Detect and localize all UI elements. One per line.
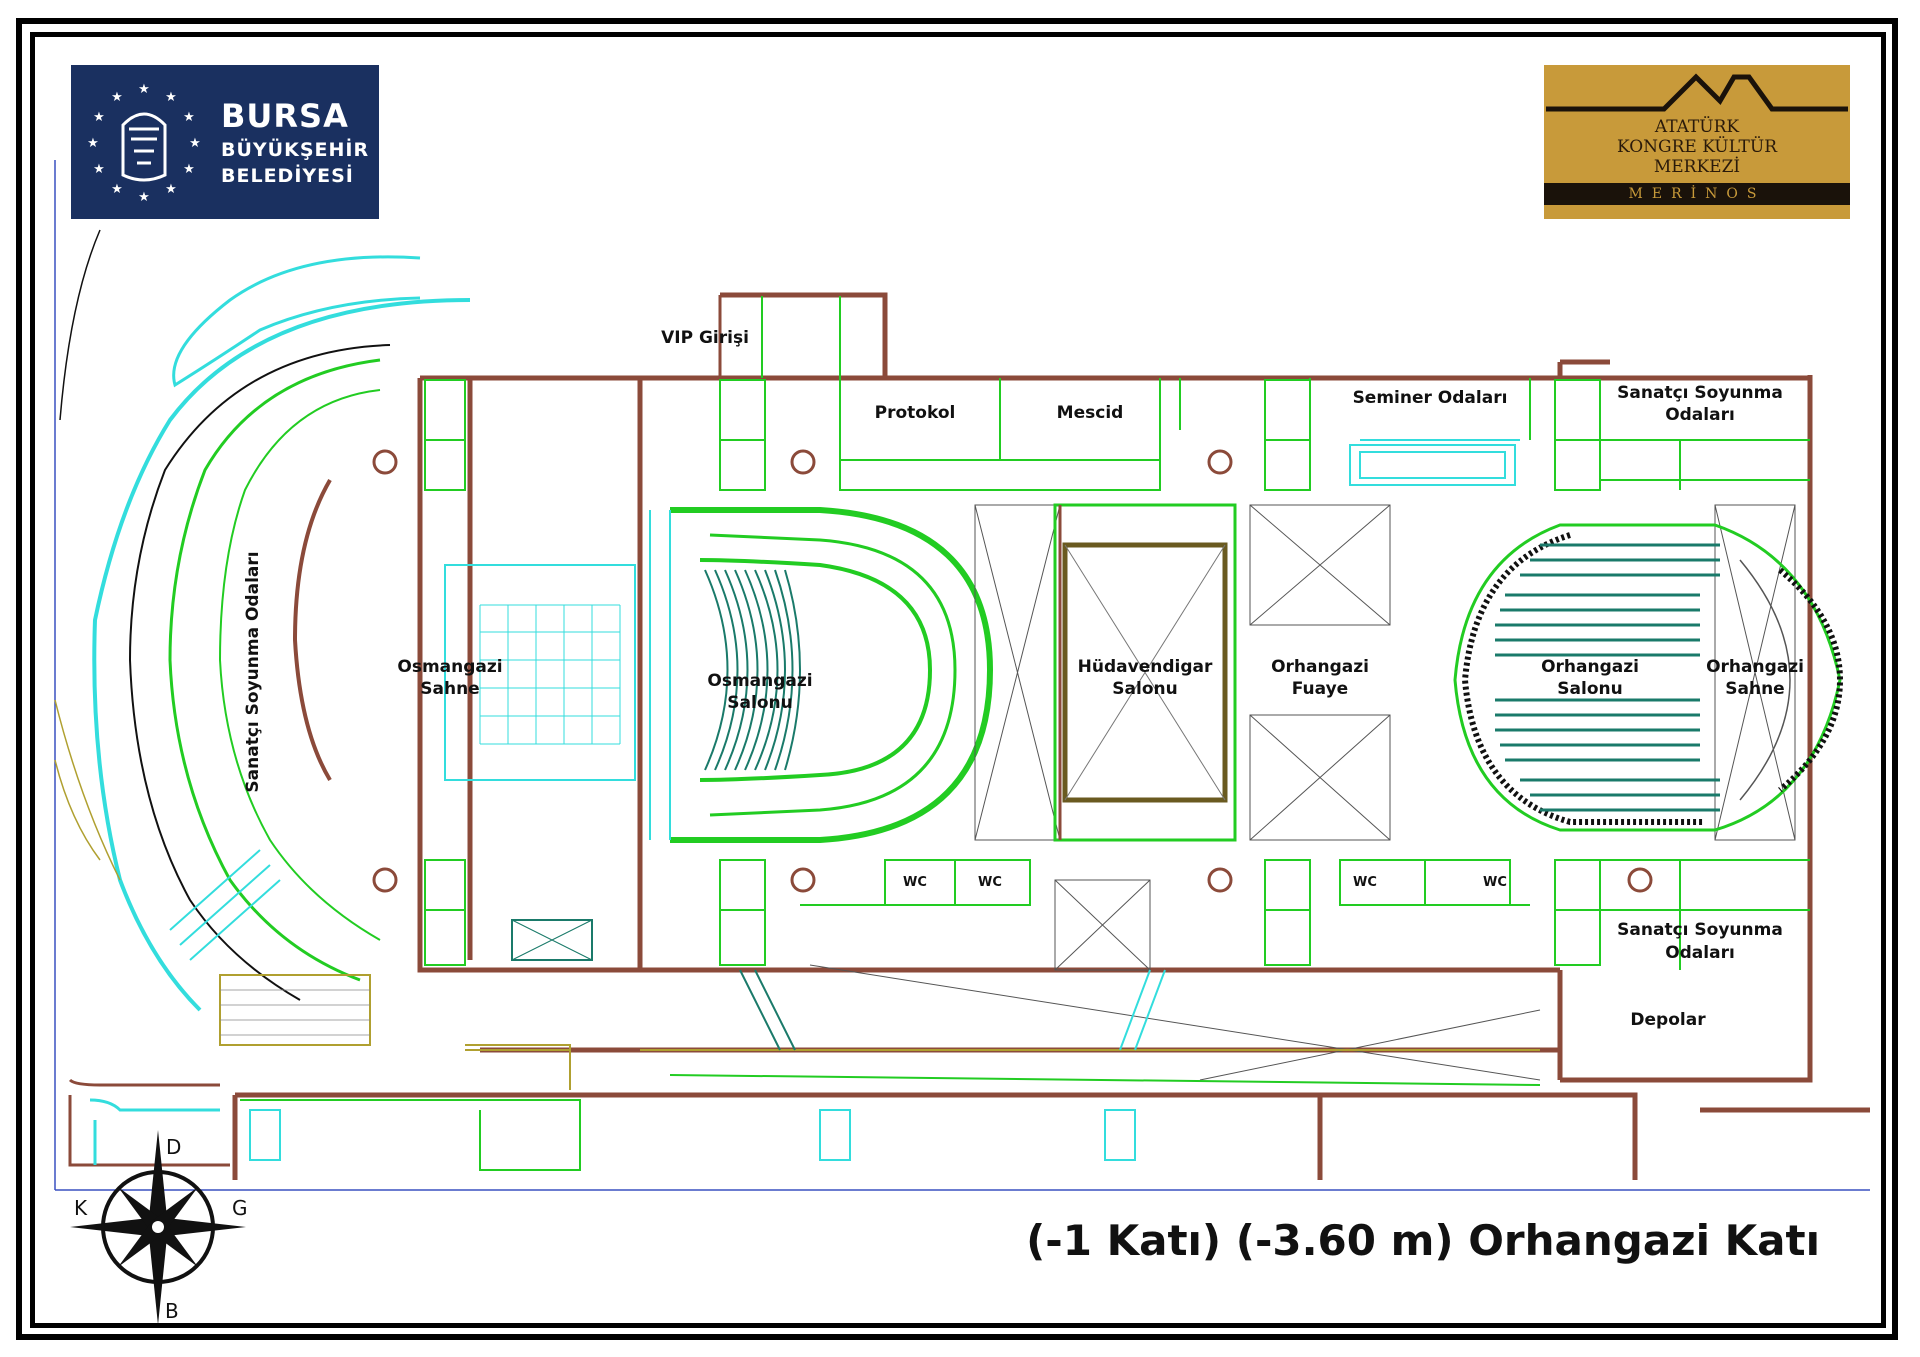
- label-hudavendigar-1: Hüdavendigar: [1078, 657, 1213, 677]
- bursa-municipality-logo: ★ ★ ★ ★ ★ ★ ★ ★ ★ ★ ★ ★ BURSA BÜYÜKŞEHİR…: [71, 65, 379, 219]
- label-wc-3: WC: [1353, 875, 1377, 890]
- svg-text:★: ★: [183, 110, 195, 125]
- akkm-logo-line2: KONGRE KÜLTÜR: [1616, 137, 1778, 157]
- label-osmangazi-hall-1: Osmangazi: [707, 671, 812, 691]
- label-osmangazi-stage-1: Osmangazi: [397, 657, 502, 677]
- label-artist-rooms-tr-1: Sanatçı Soyunma: [1617, 383, 1783, 403]
- svg-text:★: ★: [165, 90, 177, 105]
- label-depots: Depolar: [1630, 1010, 1706, 1030]
- svg-text:★: ★: [93, 110, 105, 125]
- label-orhangazi-hall-1: Orhangazi: [1541, 657, 1639, 677]
- floor-title: (-1 Katı) (-3.60 m) Orhangazi Katı: [1026, 1216, 1820, 1265]
- svg-text:★: ★: [111, 182, 123, 197]
- svg-text:★: ★: [111, 90, 123, 105]
- grid-axis-lines: [54, 160, 1870, 1191]
- label-artist-rooms-tr-2: Odaları: [1665, 405, 1735, 425]
- bursa-logo-line1: BURSA: [221, 97, 349, 135]
- label-orhangazi-stage-1: Orhangazi: [1706, 657, 1804, 677]
- compass-rose: D B K G: [70, 1130, 248, 1325]
- svg-text:★: ★: [93, 162, 105, 177]
- akkm-mountain-icon: [1546, 73, 1848, 112]
- svg-text:★: ★: [183, 162, 195, 177]
- label-wc-4: WC: [1483, 875, 1507, 890]
- compass-west-label: K: [74, 1196, 88, 1220]
- svg-text:★: ★: [138, 82, 150, 97]
- akkm-logo: ATATÜRK KONGRE KÜLTÜR MERKEZİ MERİNOS: [1544, 65, 1850, 219]
- compass-north-label: D: [166, 1135, 181, 1159]
- bursa-emblem-icon: ★ ★ ★ ★ ★ ★ ★ ★ ★ ★ ★ ★: [87, 82, 201, 205]
- service-corridor: [240, 969, 1541, 1175]
- label-osmangazi-stage-2: Sahne: [420, 679, 479, 699]
- label-artist-rooms-br-1: Sanatçı Soyunma: [1617, 920, 1783, 940]
- map-inner-frame: [30, 32, 1886, 1328]
- top-room-partitions: [424, 378, 1810, 491]
- seminar-rooms: [1349, 439, 1520, 486]
- compass-south-label: B: [165, 1299, 179, 1323]
- label-orhangazi-hall-2: Salonu: [1557, 679, 1622, 699]
- orhangazi-hall: [1453, 523, 1844, 832]
- label-seminar-rooms: Seminer Odaları: [1353, 388, 1508, 408]
- osmangazi-stage: [444, 564, 636, 961]
- label-artist-rooms-left: Sanatçı Soyunma Odaları: [243, 551, 263, 792]
- structural-voids: [809, 504, 1796, 1081]
- label-orhangazi-foyer-2: Fuaye: [1292, 679, 1348, 699]
- label-artist-rooms-br-2: Odaları: [1665, 943, 1735, 963]
- label-mescid: Mescid: [1057, 403, 1124, 423]
- svg-text:★: ★: [87, 136, 99, 151]
- map-outer-frame: [16, 18, 1898, 1340]
- label-osmangazi-hall-2: Salonu: [727, 693, 792, 713]
- label-vip-entrance: VIP Girişi: [661, 328, 749, 348]
- hudavendigar-hall: [1053, 503, 1237, 842]
- akkm-logo-line3: MERKEZİ: [1653, 157, 1741, 177]
- room-labels: VIP Girişi Protokol Mescid Seminer Odala…: [243, 328, 1804, 1030]
- bursa-logo-line2: BÜYÜKŞEHİR: [221, 139, 370, 161]
- left-curved-wing: [54, 229, 471, 1167]
- compass-east-label: G: [232, 1196, 248, 1220]
- svg-text:★: ★: [138, 190, 150, 205]
- akkm-logo-band: MERİNOS: [1544, 183, 1850, 205]
- label-protokol: Protokol: [875, 403, 956, 423]
- label-wc-2: WC: [978, 875, 1002, 890]
- bursa-logo-line3: BELEDİYESİ: [221, 165, 354, 187]
- label-hudavendigar-2: Salonu: [1112, 679, 1177, 699]
- akkm-logo-line1: ATATÜRK: [1654, 117, 1740, 137]
- columns: [372, 449, 1653, 893]
- vip-area: [718, 295, 841, 378]
- svg-text:★: ★: [165, 182, 177, 197]
- svg-text:★: ★: [189, 136, 201, 151]
- label-orhangazi-stage-2: Sahne: [1725, 679, 1784, 699]
- osmangazi-hall: [649, 507, 994, 843]
- label-orhangazi-foyer-1: Orhangazi: [1271, 657, 1369, 677]
- label-wc-1: WC: [903, 875, 927, 890]
- bottom-room-partitions: [424, 859, 1810, 970]
